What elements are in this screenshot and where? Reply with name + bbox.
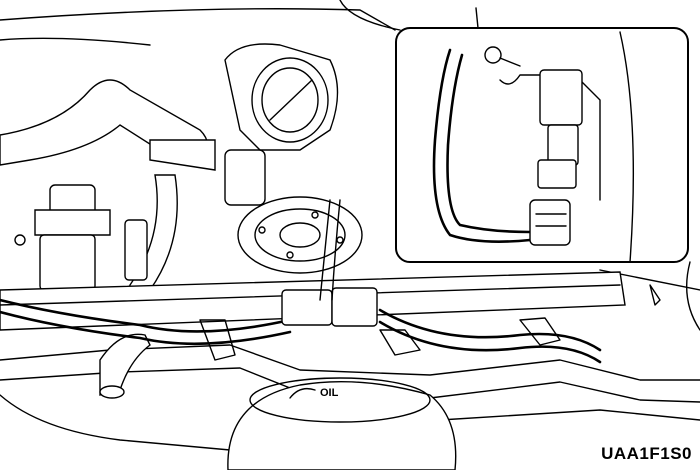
oil-cap-label: OIL	[320, 387, 339, 399]
inset-detail	[395, 7, 689, 263]
wiring-harness	[0, 298, 602, 364]
vacuum-hoses	[0, 79, 216, 399]
fuel-pressure-regulator	[14, 184, 148, 291]
connector	[281, 199, 378, 327]
oil-filler-cap: OIL	[227, 377, 457, 470]
idle-air-valve	[237, 196, 363, 274]
throttle-body	[224, 43, 339, 206]
figure-code: UAA1F1S0	[601, 444, 692, 463]
